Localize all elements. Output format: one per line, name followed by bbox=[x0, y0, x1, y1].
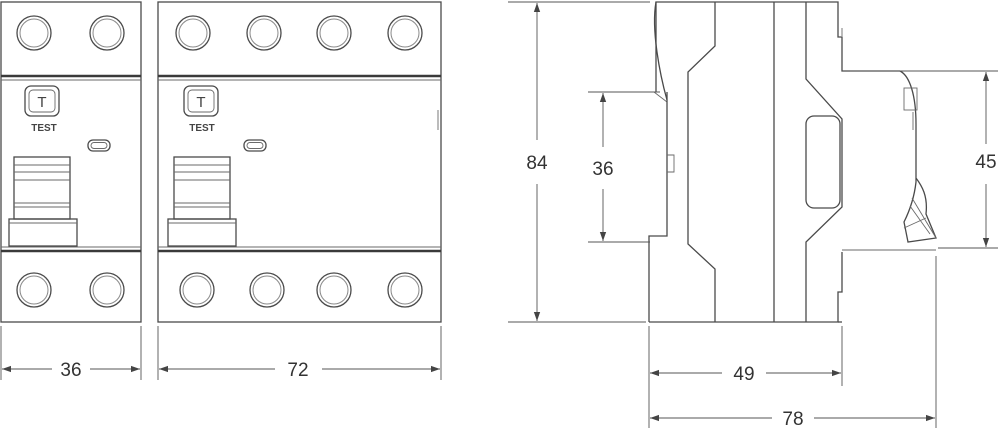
four-pole-module: T TEST bbox=[157, 1, 442, 323]
two-pole-module: T TEST bbox=[0, 1, 142, 323]
height-total-dimension: 84 bbox=[508, 1, 650, 323]
four-pole-body-outline bbox=[157, 1, 442, 323]
four-pole-top-terminals bbox=[175, 15, 423, 51]
height-rail-label: 36 bbox=[592, 159, 613, 180]
two-pole-width-dimension: 36 bbox=[0, 326, 142, 381]
two-pole-top-terminals bbox=[16, 15, 125, 51]
two-pole-width-label: 36 bbox=[60, 360, 81, 381]
four-pole-test-button bbox=[183, 85, 219, 117]
four-pole-width-label: 72 bbox=[287, 360, 308, 381]
two-pole-bottom-terminals bbox=[16, 272, 125, 308]
four-pole-indicator-window bbox=[243, 139, 267, 152]
two-pole-test-button-letter: T bbox=[37, 94, 46, 111]
four-pole-test-button-letter: T bbox=[196, 94, 205, 111]
depth-body-dimension: 49 bbox=[648, 326, 843, 428]
depth-total-label: 78 bbox=[782, 409, 803, 430]
two-pole-indicator-window bbox=[87, 139, 111, 152]
four-pole-test-label: TEST bbox=[189, 123, 215, 134]
height-front-dimension: 45 bbox=[850, 70, 998, 249]
two-pole-toggle-lever bbox=[8, 156, 78, 247]
side-view-profile bbox=[648, 1, 937, 323]
depth-total-dimension: 78 bbox=[650, 256, 937, 430]
height-rail-dimension: 36 bbox=[588, 91, 660, 243]
two-pole-test-label: TEST bbox=[31, 123, 57, 134]
two-pole-body-outline bbox=[0, 1, 142, 323]
two-pole-test-button bbox=[24, 85, 60, 117]
four-pole-toggle-lever bbox=[167, 156, 237, 247]
height-front-label: 45 bbox=[975, 152, 996, 173]
four-pole-width-dimension: 72 bbox=[157, 326, 442, 381]
side-view-window bbox=[805, 115, 841, 209]
depth-body-label: 49 bbox=[733, 364, 754, 385]
four-pole-bottom-terminals bbox=[179, 272, 423, 308]
height-total-label: 84 bbox=[526, 153, 548, 174]
